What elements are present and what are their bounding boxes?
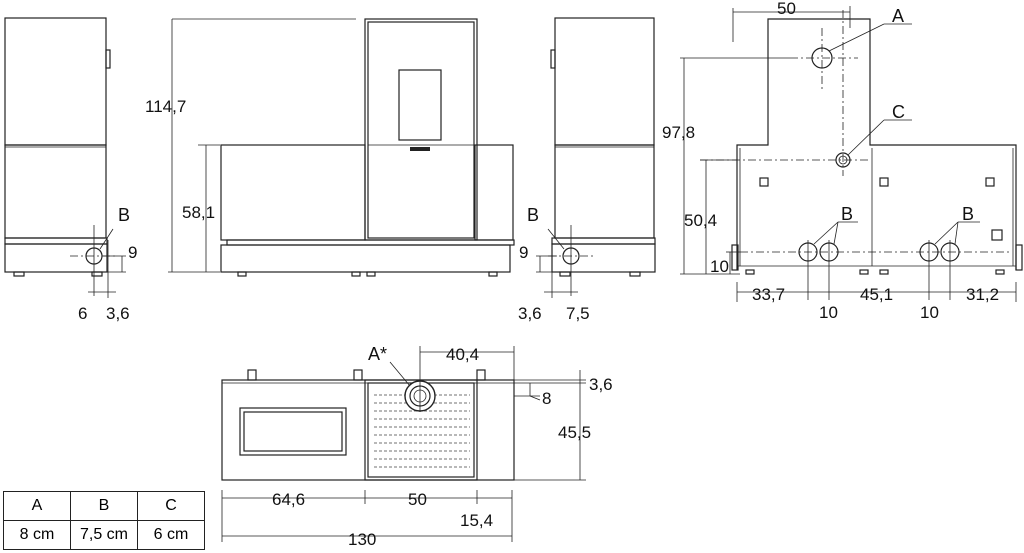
rear-height-dim: 97,8 <box>662 123 695 142</box>
rear-w2-dim: 45,1 <box>860 285 893 304</box>
legend-value-b: 7,5 cm <box>70 520 138 550</box>
legend-header-c: C <box>137 491 205 521</box>
legend-value-c: 6 cm <box>137 520 205 550</box>
top-total-dim: 130 <box>348 530 376 549</box>
legend-value-a: 8 cm <box>3 520 71 550</box>
top-view: A* 40,4 3,6 8 45,5 64,6 50 15,4 130 <box>221 344 613 549</box>
rear-b-height-dim: 10 <box>710 257 729 276</box>
top-w2-dim: 50 <box>408 490 427 509</box>
left-b-offset2-dim: 3,6 <box>106 304 130 323</box>
rear-view: 50 A C 97,8 50,4 10 <box>662 0 1023 322</box>
top-depth-dim: 45,5 <box>558 423 591 442</box>
top-a-star-label: A* <box>368 344 387 364</box>
base-height-dim: 58,1 <box>182 203 215 222</box>
left-b-label: B <box>118 205 130 225</box>
left-b-height-dim: 9 <box>128 243 137 262</box>
top-window <box>239 407 347 456</box>
rear-width-a-dim: 50 <box>777 0 796 18</box>
rear-w3-dim: 31,2 <box>966 285 999 304</box>
legend-header-a: A <box>3 491 71 521</box>
rear-a-label: A <box>892 6 904 26</box>
top-depth-2-dim: 8 <box>542 389 551 408</box>
top-w1-dim: 64,6 <box>272 490 305 509</box>
right-b-height-dim: 9 <box>519 243 528 262</box>
right-side-view: B 9 3,6 7,5 <box>518 17 656 323</box>
top-depth-1-dim: 3,6 <box>589 375 613 394</box>
front-view: 114,7 58,1 <box>145 18 515 277</box>
rear-b-label-1: B <box>841 204 853 224</box>
rear-w1-dim: 33,7 <box>752 285 785 304</box>
brand-logo <box>410 147 430 151</box>
outlet-size-legend: A B C 8 cm 7,5 cm 6 cm <box>3 491 205 550</box>
total-height-dim: 114,7 <box>145 97 186 116</box>
right-b-offset2-dim: 7,5 <box>566 304 590 323</box>
top-a-offset-dim: 40,4 <box>446 345 479 364</box>
rear-b-label-2: B <box>962 204 974 224</box>
rear-b-gap2-dim: 10 <box>920 303 939 322</box>
right-b-label: B <box>527 205 539 225</box>
legend-value-row: 8 cm 7,5 cm 6 cm <box>3 520 205 550</box>
fire-window <box>398 69 442 141</box>
rear-c-label: C <box>892 102 905 122</box>
top-w3-dim: 15,4 <box>460 511 493 530</box>
legend-header-b: B <box>70 491 138 521</box>
right-b-offset-dim: 3,6 <box>518 304 542 323</box>
rear-b-gap1-dim: 10 <box>819 303 838 322</box>
legend-header-row: A B C <box>3 491 205 521</box>
left-side-view: B 9 6 3,6 <box>4 17 137 323</box>
left-b-offset-dim: 6 <box>78 304 87 323</box>
rear-c-height-dim: 50,4 <box>684 211 717 230</box>
